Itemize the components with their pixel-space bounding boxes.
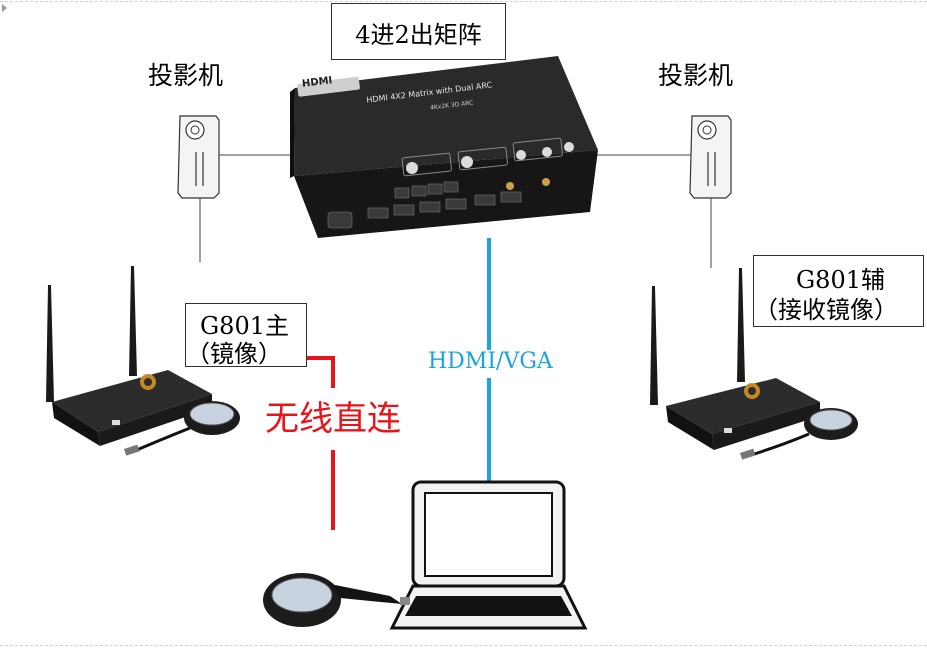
g801-aux-label-box: G801辅 （接收镜像） bbox=[753, 255, 924, 327]
matrix-label: 4进2出矩阵 bbox=[332, 15, 505, 50]
projector-left bbox=[178, 116, 219, 198]
laptop bbox=[392, 482, 585, 628]
laptop-wireless-puck bbox=[263, 573, 410, 627]
matrix-label-box: 4进2出矩阵 bbox=[331, 3, 506, 60]
hdmi-matrix-device bbox=[290, 56, 598, 238]
cable-label: HDMI/VGA bbox=[428, 349, 553, 374]
projector-right-label: 投影机 bbox=[658, 56, 733, 92]
g801-main-line2: （镜像） bbox=[186, 334, 282, 369]
wireless-label: 无线直连 bbox=[265, 391, 401, 440]
projector-left-label: 投影机 bbox=[148, 56, 223, 92]
corner-marker bbox=[2, 4, 7, 12]
g801-main-label-box: G801主 （镜像） bbox=[185, 303, 307, 367]
projector-right bbox=[690, 116, 731, 198]
g801-aux-line2: （接收镜像） bbox=[754, 290, 898, 325]
wireless-link-upper bbox=[306, 358, 333, 388]
